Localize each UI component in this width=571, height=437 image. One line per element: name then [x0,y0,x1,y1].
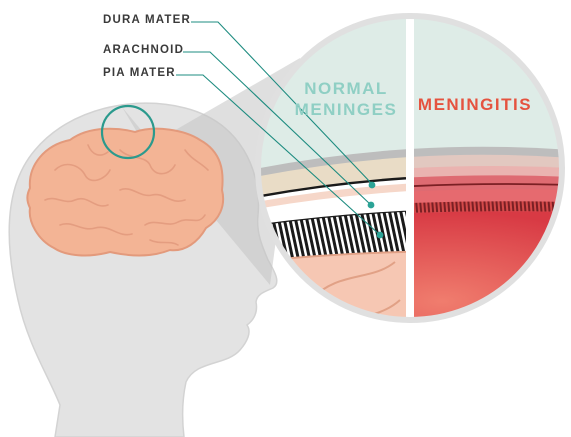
label-pia-mater: PIA MATER [103,67,176,79]
title-normal-line1: NORMAL [290,78,402,99]
brain [27,129,223,256]
dot-dura [369,182,376,189]
title-normal-meninges: NORMAL MENINGES [290,78,402,120]
zoom-circle [250,0,571,340]
label-arachnoid: ARACHNOID [103,44,184,56]
dot-pia [377,232,384,239]
dot-arachnoid [368,202,375,209]
label-dura-mater: DURA MATER [103,14,191,26]
title-meningitis: MENINGITIS [416,94,534,115]
title-normal-line2: MENINGES [290,99,402,120]
